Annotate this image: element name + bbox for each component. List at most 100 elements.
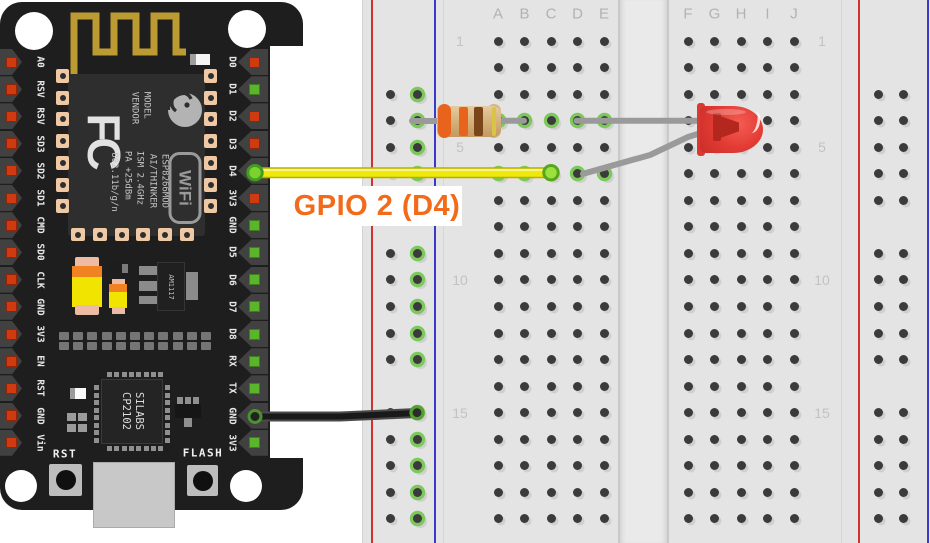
breadboard-hole[interactable] — [546, 355, 556, 365]
breadboard-hole[interactable] — [763, 408, 772, 418]
breadboard-hole[interactable] — [789, 328, 799, 338]
rail-hole[interactable] — [412, 514, 422, 524]
breadboard-hole[interactable] — [520, 434, 529, 444]
breadboard-hole[interactable] — [736, 434, 746, 444]
breadboard-hole[interactable] — [763, 222, 772, 232]
breadboard-hole[interactable] — [573, 89, 582, 99]
rail-hole[interactable] — [873, 89, 883, 99]
breadboard-hole[interactable] — [599, 63, 609, 73]
rail-hole[interactable] — [873, 116, 883, 126]
breadboard-hole[interactable] — [546, 275, 556, 285]
breadboard-hole[interactable] — [789, 461, 799, 471]
rst-button[interactable] — [49, 464, 82, 496]
rail-hole[interactable] — [412, 142, 422, 152]
breadboard-hole[interactable] — [683, 248, 693, 258]
breadboard-hole[interactable] — [573, 302, 582, 311]
breadboard-hole[interactable] — [763, 302, 772, 311]
breadboard-hole[interactable] — [763, 36, 772, 46]
breadboard-hole[interactable] — [599, 36, 609, 46]
rail-hole[interactable] — [898, 487, 908, 497]
breadboard-hole[interactable] — [493, 222, 503, 232]
rail-hole[interactable] — [412, 275, 422, 285]
breadboard-hole[interactable] — [789, 169, 799, 179]
breadboard-hole[interactable] — [683, 328, 693, 338]
rail-hole[interactable] — [898, 248, 908, 258]
usb-connector[interactable] — [93, 462, 175, 528]
breadboard-hole[interactable] — [683, 487, 693, 497]
breadboard-hole[interactable] — [546, 89, 556, 99]
rail-hole[interactable] — [873, 195, 883, 205]
breadboard-hole[interactable] — [683, 408, 693, 418]
breadboard-hole[interactable] — [546, 195, 556, 205]
breadboard-hole[interactable] — [789, 36, 799, 46]
breadboard-hole[interactable] — [493, 89, 503, 99]
breadboard-hole[interactable] — [789, 116, 799, 126]
breadboard-hole[interactable] — [789, 89, 799, 99]
breadboard-hole[interactable] — [599, 408, 609, 418]
breadboard-hole[interactable] — [599, 434, 609, 444]
rail-hole[interactable] — [898, 355, 908, 365]
breadboard-hole[interactable] — [573, 248, 582, 258]
rail-hole[interactable] — [385, 142, 395, 152]
rail-hole[interactable] — [873, 355, 883, 365]
breadboard-hole[interactable] — [763, 434, 772, 444]
breadboard-hole[interactable] — [736, 328, 746, 338]
rail-hole[interactable] — [898, 142, 908, 152]
rail-hole[interactable] — [873, 487, 883, 497]
breadboard-hole[interactable] — [763, 355, 772, 365]
breadboard-hole[interactable] — [710, 195, 719, 205]
breadboard-hole[interactable] — [546, 142, 556, 152]
breadboard-hole[interactable] — [789, 248, 799, 258]
breadboard-hole[interactable] — [573, 169, 582, 179]
breadboard-hole[interactable] — [736, 275, 746, 285]
breadboard-hole[interactable] — [599, 89, 609, 99]
breadboard-hole[interactable] — [710, 328, 719, 338]
breadboard-hole[interactable] — [520, 487, 529, 497]
breadboard-hole[interactable] — [573, 222, 582, 232]
breadboard-hole[interactable] — [520, 302, 529, 311]
breadboard-hole[interactable] — [736, 514, 746, 524]
breadboard-hole[interactable] — [493, 63, 503, 73]
breadboard-hole[interactable] — [789, 355, 799, 365]
breadboard-hole[interactable] — [710, 169, 719, 179]
rail-hole[interactable] — [385, 275, 395, 285]
breadboard-hole[interactable] — [573, 275, 582, 285]
breadboard-hole[interactable] — [493, 328, 503, 338]
rail-hole[interactable] — [385, 328, 395, 338]
breadboard-hole[interactable] — [683, 434, 693, 444]
breadboard-hole[interactable] — [763, 275, 772, 285]
breadboard-hole[interactable] — [736, 222, 746, 232]
rail-hole[interactable] — [873, 514, 883, 524]
rail-hole[interactable] — [898, 116, 908, 126]
breadboard-hole[interactable] — [710, 89, 719, 99]
rail-hole[interactable] — [873, 169, 883, 179]
breadboard-hole[interactable] — [599, 248, 609, 258]
breadboard-hole[interactable] — [546, 408, 556, 418]
rail-hole[interactable] — [385, 89, 395, 99]
breadboard-hole[interactable] — [763, 487, 772, 497]
breadboard-hole[interactable] — [493, 302, 503, 311]
breadboard-hole[interactable] — [493, 434, 503, 444]
breadboard-hole[interactable] — [710, 381, 719, 391]
breadboard-hole[interactable] — [710, 355, 719, 365]
rail-hole[interactable] — [385, 514, 395, 524]
breadboard-hole[interactable] — [710, 514, 719, 524]
breadboard-hole[interactable] — [789, 434, 799, 444]
breadboard-hole[interactable] — [599, 381, 609, 391]
rail-hole[interactable] — [898, 434, 908, 444]
rail-hole[interactable] — [898, 461, 908, 471]
breadboard-hole[interactable] — [789, 487, 799, 497]
breadboard-hole[interactable] — [573, 63, 582, 73]
breadboard-hole[interactable] — [599, 195, 609, 205]
breadboard-hole[interactable] — [599, 461, 609, 471]
rail-hole[interactable] — [898, 302, 908, 311]
breadboard-hole[interactable] — [736, 381, 746, 391]
breadboard-hole[interactable] — [736, 461, 746, 471]
breadboard-hole[interactable] — [573, 142, 582, 152]
flash-button[interactable] — [187, 465, 218, 496]
breadboard-hole[interactable] — [736, 355, 746, 365]
rail-hole[interactable] — [412, 487, 422, 497]
breadboard-hole[interactable] — [520, 328, 529, 338]
breadboard-hole[interactable] — [573, 514, 582, 524]
